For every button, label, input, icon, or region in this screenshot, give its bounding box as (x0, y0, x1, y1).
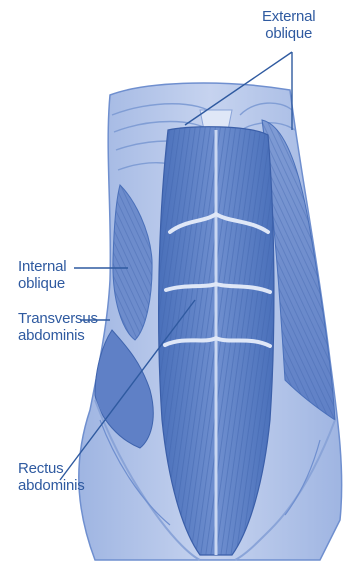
transversus-abdominis-label-line2: abdominis (18, 327, 98, 344)
transversus-abdominis-label: Transversus abdominis (18, 310, 98, 344)
transversus-abdominis-label-line1: Transversus (18, 310, 98, 327)
internal-oblique-label-line2: oblique (18, 275, 66, 292)
external-oblique-label-line2: oblique (262, 25, 315, 42)
internal-oblique-label-line1: Internal (18, 258, 66, 275)
rectus-abdominis-label-line2: abdominis (18, 477, 85, 494)
external-oblique-label: External oblique (262, 8, 315, 42)
rectus-abdominis-label-line1: Rectus (18, 460, 85, 477)
rectus-abdominis-label: Rectus abdominis (18, 460, 85, 494)
external-oblique-label-line1: External (262, 8, 315, 25)
internal-oblique-label: Internal oblique (18, 258, 66, 292)
